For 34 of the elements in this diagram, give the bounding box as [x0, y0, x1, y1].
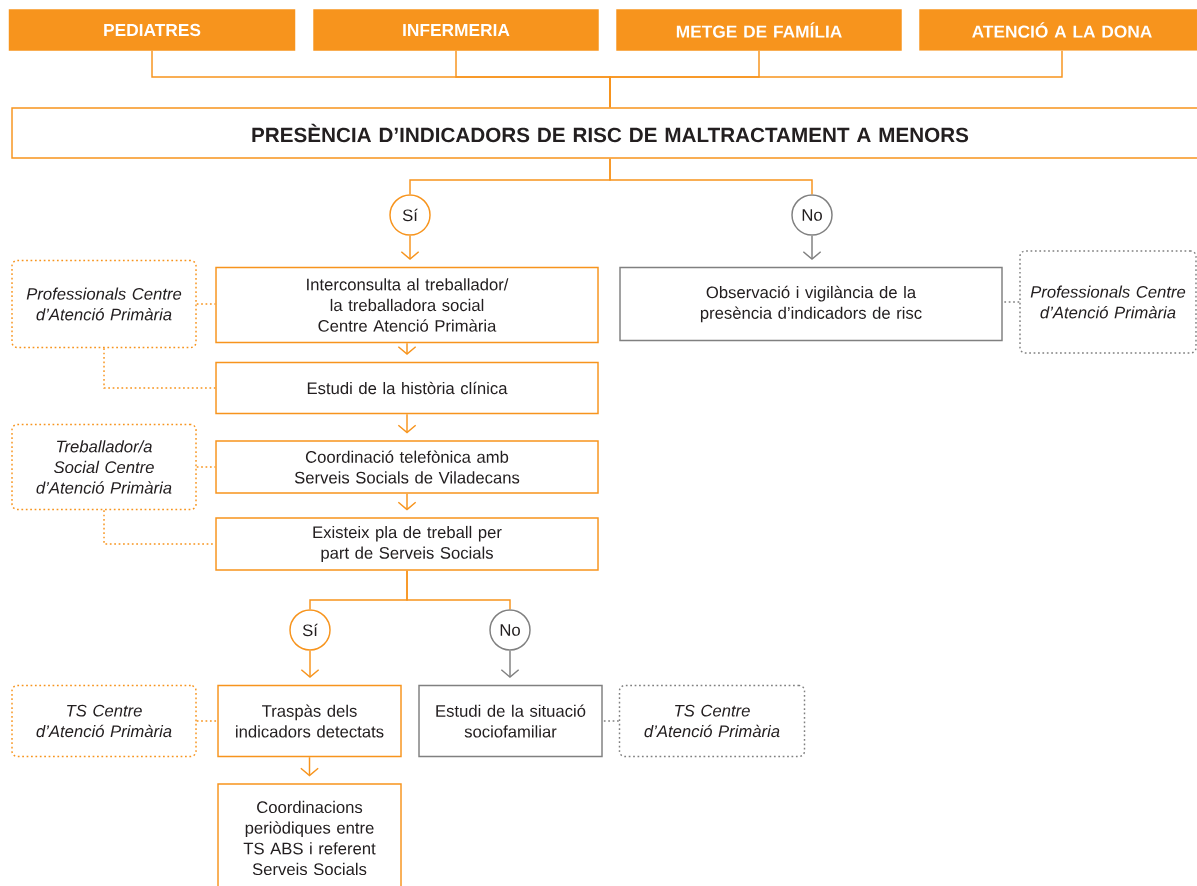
connector-line: [196, 720, 218, 722]
note-box: Treballador/a Social Centre d’Atenció Primària: [11, 423, 197, 511]
arrow: [300, 650, 320, 679]
process-box: Interconsulta al treballador/ la treballadora social Centre Atenció Primària: [215, 266, 599, 344]
arrow: [397, 413, 417, 434]
connector-line: [103, 347, 216, 389]
arrow: [802, 235, 822, 261]
arrow: [500, 650, 520, 679]
connector-line: [103, 509, 216, 545]
connector-line: [609, 158, 813, 195]
connector-line: [1002, 301, 1020, 303]
arrow: [400, 235, 420, 261]
connector-line: [196, 466, 216, 468]
process-box: Observació i vigilància de la presència d’indicadors de risc: [619, 266, 1003, 342]
connector-line: [406, 570, 511, 610]
title-box: PRESÈNCIA D’INDICADORS DE RISC DE MALTRACTAMENT A MENORS: [11, 107, 1197, 159]
process-box: Coordinacions periòdiques entre TS ABS i referent Serveis Socials: [217, 783, 402, 886]
header-box: INFERMERIA: [313, 9, 599, 51]
note-box: TS Centre d’Atenció Primària: [618, 684, 806, 758]
process-box: Estudi de la situació sociofamiliar: [418, 684, 603, 758]
note-box: TS Centre d’Atenció Primària: [11, 684, 197, 758]
header-box: ATENCIÓ A LA DONA: [919, 9, 1197, 51]
process-box: Traspàs dels indicadors detectats: [217, 684, 402, 758]
note-box: Professionals Centre d’Atenció Primària: [1019, 250, 1197, 354]
connector-line: [602, 720, 620, 722]
connector-line: [196, 303, 216, 305]
process-box: Existeix pla de treball per part de Serveis Socials: [215, 517, 599, 571]
process-box: Estudi de la història clínica: [215, 361, 599, 415]
connector-line: [609, 50, 1063, 108]
header-box: PEDIATRES: [8, 9, 296, 51]
arrow: [300, 756, 319, 777]
process-box: Coordinació telefònica amb Serveis Socials de Viladecans: [215, 440, 599, 494]
note-box: Professionals Centre d’Atenció Primària: [11, 259, 197, 349]
header-box: METGE DE FAMÍLIA: [616, 9, 902, 51]
